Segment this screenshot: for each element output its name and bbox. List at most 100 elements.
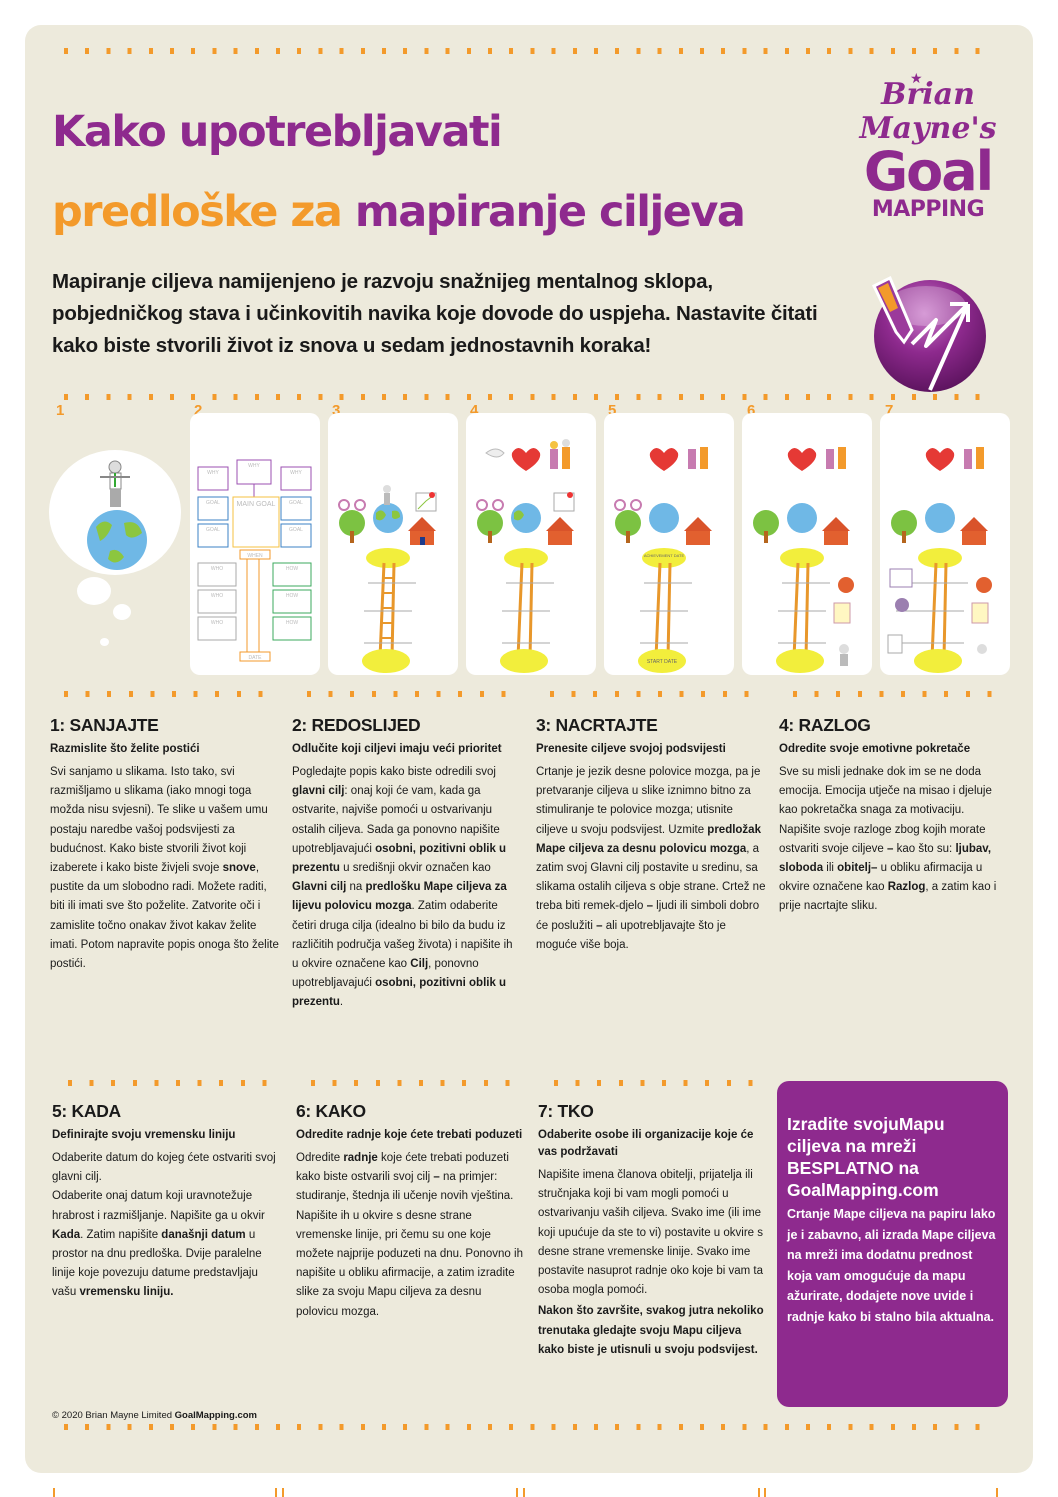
step-2-title: 2: REDOSLIJED: [292, 715, 421, 735]
step-3-subtitle: Prenesite ciljeve svojoj podsvijesti: [536, 743, 726, 755]
step-5-subtitle: Definirajte svoju vremensku liniju: [52, 1129, 236, 1141]
logo-brian: Brian: [881, 77, 975, 112]
tick-mark: [758, 1488, 760, 1497]
step-number-5: 5: [608, 402, 617, 419]
svg-text:WHO: WHO: [211, 566, 223, 572]
logo-goal: Goal: [863, 140, 994, 203]
step-3-title: 3: NACRTAJTE: [536, 715, 658, 735]
step-image-template: WHY WHY WHY MAIN GOAL GOAL GOAL GOAL GOA…: [190, 413, 320, 675]
step-4-body: Sve su misli jednake dok im se ne doda e…: [779, 766, 997, 913]
step-7-title: 7: TKO: [538, 1101, 594, 1121]
goal-drawing-how-icon: [753, 447, 854, 673]
promo-heading: Izradite svojuMapu ciljeva na mreži BESP…: [787, 1114, 945, 1200]
person-on-globe-icon: [87, 460, 147, 570]
svg-text:GOAL: GOAL: [289, 500, 303, 506]
svg-text:GOAL: GOAL: [206, 527, 220, 533]
brand-logo: ★ Brian Mayne's Goal MAPPING: [848, 70, 1008, 392]
tick-mark: [275, 1488, 277, 1497]
dotted-divider-col4: [793, 691, 993, 697]
step-number-2: 2: [194, 402, 203, 419]
step-6-subtitle: Odredite radnje koje ćete trebati poduze…: [296, 1129, 523, 1141]
step-number-1: 1: [56, 402, 65, 419]
tick-mark: [516, 1488, 518, 1497]
step-1-body: Svi sanjamo u slikama. Isto tako, svi ra…: [50, 766, 279, 971]
goal-drawing-who-icon: [887, 447, 992, 673]
logo-mapping: MAPPING: [871, 197, 985, 222]
svg-text:HOW: HOW: [286, 566, 299, 572]
step-4-subtitle: Odredite svoje emotivne pokretače: [779, 743, 971, 755]
step-3-section: 3: NACRTAJTE Prenesite ciljeve svojoj po…: [536, 700, 766, 955]
pencil-arrow-sphere-icon: [872, 275, 986, 392]
promo-box[interactable]: Izradite svojuMapu ciljeva na mreži BESP…: [777, 1081, 1008, 1407]
svg-text:ACHIEVEMENT DATE: ACHIEVEMENT DATE: [644, 553, 685, 558]
goal-drawing-reason-icon: [476, 439, 575, 673]
intro-text: Mapiranje ciljeva namijenjeno je razvoju…: [52, 270, 818, 357]
svg-text:WHY: WHY: [207, 470, 219, 476]
step-7-body: Napišite imena članova obitelji, prijate…: [538, 1169, 764, 1297]
step-5-title: 5: KADA: [52, 1101, 121, 1121]
svg-text:WHY: WHY: [290, 470, 302, 476]
step-number-7: 7: [885, 402, 894, 419]
svg-text:GOAL: GOAL: [289, 527, 303, 533]
page-title: Kako upotrebljavati predloške za mapiran…: [52, 92, 746, 252]
star-icon: ★: [910, 70, 923, 86]
dotted-divider-col5: [68, 1080, 268, 1086]
logo-maynes: Mayne's: [859, 111, 997, 146]
step-image-when: ACHIEVEMENT DATE START DATE: [604, 413, 734, 675]
step-7-closing: Nakon što završite, svakog jutra nekolik…: [538, 1305, 764, 1356]
step-1-title: 1: SANJAJTE: [50, 715, 159, 735]
step-image-how: [742, 413, 872, 675]
thought-bubble-dot: [100, 638, 109, 646]
svg-text:DATE: DATE: [249, 655, 263, 661]
dotted-divider-top: [64, 48, 994, 54]
step-image-draw: [328, 413, 458, 675]
step-3-body: Crtanje je jezik desne polovice mozga, p…: [536, 766, 766, 951]
title-line-2-orange: predloške za: [52, 187, 343, 237]
title-line-2-purple: mapiranje ciljeva: [354, 187, 746, 237]
tick-mark: [53, 1488, 55, 1497]
step-6-body: Odredite radnje koje ćete trebati poduze…: [296, 1152, 523, 1318]
promo-body: Crtanje Mape ciljeva na papiru lako je i…: [787, 1207, 996, 1324]
step-5-body: Odaberite datum do kojeg ćete ostvariti …: [52, 1152, 276, 1299]
svg-text:WHO: WHO: [211, 620, 223, 626]
dotted-divider-bottom: [64, 1424, 994, 1430]
svg-text:WHEN: WHEN: [247, 553, 263, 559]
step-7-section: 7: TKO Odaberite osobe ili organizacije …: [538, 1086, 768, 1360]
step-4-title: 4: RAZLOG: [779, 715, 871, 735]
svg-text:WHO: WHO: [211, 593, 223, 599]
footer-link[interactable]: GoalMapping.com: [174, 1410, 257, 1421]
tick-mark: [996, 1488, 998, 1497]
step-2-section: 2: REDOSLIJED Odlučite koji ciljevi imaj…: [292, 700, 522, 1013]
tick-mark: [523, 1488, 525, 1497]
svg-text:START DATE: START DATE: [647, 659, 678, 665]
step-6-title: 6: KAKO: [296, 1101, 366, 1121]
dotted-divider-col3: [550, 691, 750, 697]
step-number-3: 3: [332, 402, 341, 419]
step-1-subtitle: Razmislite što želite postići: [50, 743, 200, 755]
svg-text:WHY: WHY: [248, 463, 260, 469]
step-2-subtitle: Odlučite koji ciljevi imaju veći priorit…: [292, 743, 502, 755]
step-number-4: 4: [470, 402, 479, 419]
tick-mark: [764, 1488, 766, 1497]
step-2-body: Pogledajte popis kako biste odredili svo…: [292, 766, 513, 1009]
dotted-divider-col2: [307, 691, 507, 697]
svg-text:GOAL: GOAL: [206, 500, 220, 506]
step-7-subtitle: Odaberite osobe ili organizacije koje će…: [538, 1129, 754, 1158]
step-number-6: 6: [747, 402, 756, 419]
goal-drawing-when-icon: ACHIEVEMENT DATE START DATE: [614, 447, 712, 673]
copyright: © 2020 Brian Mayne Limited GoalMapping.c…: [52, 1410, 257, 1421]
thought-bubble-dot: [77, 577, 111, 605]
step-image-who: [880, 413, 1010, 675]
step-1-section: 1: SANJAJTE Razmislite što želite postić…: [50, 700, 280, 974]
goal-map-template-diagram: WHY WHY WHY MAIN GOAL GOAL GOAL GOAL GOA…: [197, 459, 312, 662]
dotted-divider-col6: [311, 1080, 511, 1086]
svg-text:HOW: HOW: [286, 593, 299, 599]
dotted-divider-strip: [64, 394, 994, 400]
step-image-reason: [466, 413, 596, 675]
dotted-divider-col7: [554, 1080, 754, 1086]
step-4-section: 4: RAZLOG Odredite svoje emotivne pokret…: [779, 700, 1009, 917]
tick-mark: [282, 1488, 284, 1497]
thought-bubble-dot: [113, 604, 131, 620]
step-6-section: 6: KAKO Odredite radnje koje ćete trebat…: [296, 1086, 526, 1322]
step-5-section: 5: KADA Definirajte svoju vremensku lini…: [52, 1086, 282, 1303]
